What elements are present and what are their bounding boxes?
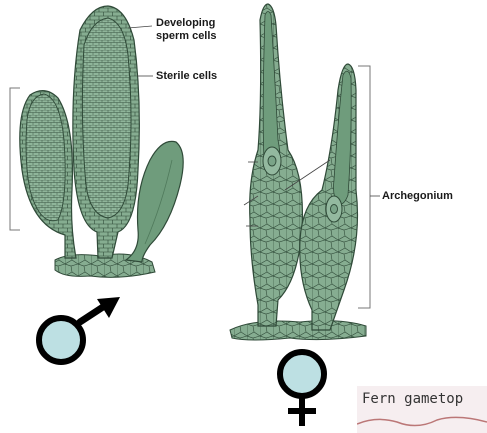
label-developing-sperm-cells: Developing sperm cells [156, 17, 217, 43]
label-sterile-cells: Sterile cells [156, 70, 217, 83]
antheridia-group [20, 6, 183, 277]
leader-developing [128, 26, 152, 28]
label-archegonium: Archegonium [382, 190, 453, 203]
central-antheridium-inner [82, 18, 131, 218]
male-symbol-icon [39, 297, 120, 362]
archegonia-base [230, 321, 366, 340]
label-developing-line1: Developing [156, 17, 217, 30]
right-bracket [358, 66, 370, 308]
archegonia-group [230, 4, 366, 340]
label-developing-line2: sperm cells [156, 30, 217, 43]
fern-gametophyte-caption-strip: Fern gametop [357, 386, 487, 433]
caption-underline-decoration [357, 386, 487, 433]
left-bracket [10, 88, 20, 230]
female-symbol-icon [280, 352, 324, 426]
